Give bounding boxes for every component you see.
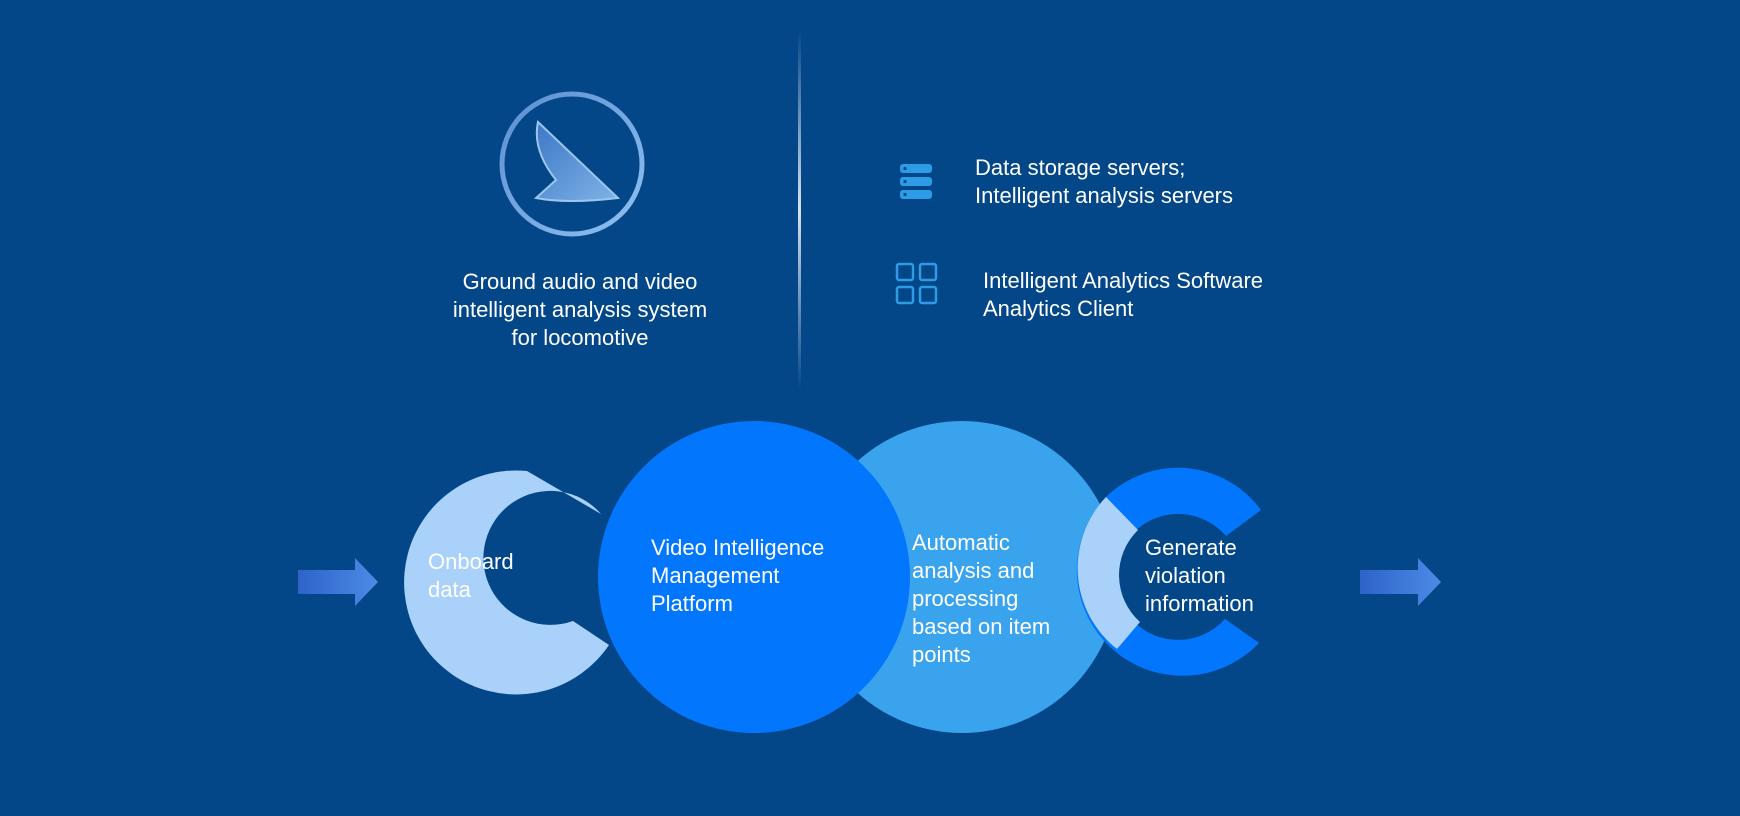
step-generate-violation: Generate violation information — [1145, 535, 1254, 616]
onboard-data-ring — [404, 470, 609, 695]
server-stack-icon — [900, 164, 932, 199]
arrow-right-icon — [1360, 558, 1441, 606]
violation-ring — [1076, 467, 1261, 676]
arrow-right-icon — [298, 558, 378, 606]
step-automatic-analysis: Automatic analysis and processing based … — [912, 530, 1051, 667]
video-platform-circle — [598, 421, 910, 733]
vertical-divider — [798, 30, 801, 390]
step-video-platform: Video Intelligence Management Platform — [651, 535, 825, 616]
app-grid-icon — [895, 262, 938, 305]
satellite-dish-icon — [499, 91, 645, 237]
software-text: Intelligent Analytics Software Analytics… — [983, 268, 1264, 321]
step-onboard-data: Onboard data — [428, 549, 514, 602]
servers-text: Data storage servers; Intelligent analys… — [975, 155, 1234, 208]
system-title: Ground audio and video intelligent analy… — [452, 269, 708, 350]
